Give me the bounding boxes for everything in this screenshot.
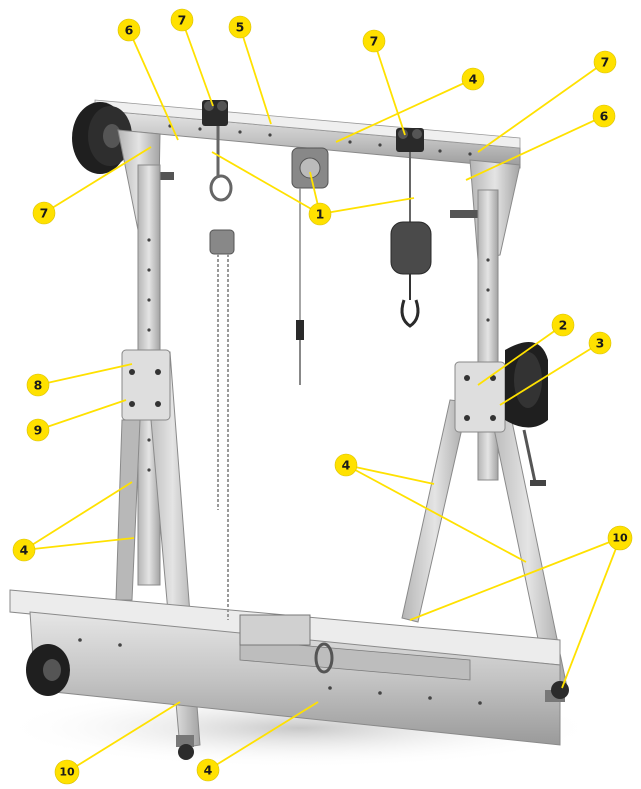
svg-text:7: 7 (601, 55, 610, 70)
callout-3: 3 (588, 331, 612, 355)
trolley-left (202, 100, 228, 126)
right-connector-plate (454, 361, 506, 433)
right-bracket (450, 210, 484, 218)
svg-text:4: 4 (342, 458, 351, 473)
callout-9: 9 (26, 418, 50, 442)
fall-arrester (390, 152, 432, 328)
winch (505, 342, 548, 486)
callout-4-top: 4 (461, 67, 485, 91)
svg-text:5: 5 (236, 20, 245, 35)
beam-end-wheel (72, 102, 132, 174)
callout-1: 1 (308, 202, 332, 226)
svg-text:4: 4 (20, 543, 29, 558)
callout-10-right: 10 (607, 525, 633, 551)
right-end-caster (545, 681, 569, 702)
svg-text:9: 9 (34, 423, 43, 438)
callout-markers: 1 2 3 4 4 4 4 5 6 6 7 7 (12, 8, 633, 785)
trolley-middle (291, 147, 329, 189)
leader-lines (23, 19, 621, 773)
svg-text:8: 8 (34, 378, 43, 393)
svg-text:7: 7 (40, 206, 49, 221)
chain-hoist (209, 126, 235, 620)
callout-8: 8 (26, 373, 50, 397)
svg-text:6: 6 (600, 109, 609, 124)
callout-4-bottom: 4 (196, 758, 220, 782)
callout-7-b: 7 (362, 29, 386, 53)
svg-text:7: 7 (370, 34, 379, 49)
callout-4-right: 4 (334, 453, 358, 477)
callout-7-c: 7 (593, 50, 617, 74)
callout-6-right: 6 (592, 104, 616, 128)
trolley-right (396, 128, 424, 152)
svg-text:4: 4 (204, 763, 213, 778)
rope-hook (296, 188, 304, 385)
svg-text:10: 10 (612, 532, 628, 545)
svg-text:4: 4 (469, 72, 478, 87)
callout-4-left: 4 (12, 538, 36, 562)
svg-text:1: 1 (316, 207, 325, 222)
callout-10-bottom: 10 (54, 759, 80, 785)
svg-text:2: 2 (559, 318, 568, 333)
svg-text:3: 3 (596, 336, 605, 351)
right-rear-leg (401, 399, 469, 623)
svg-text:10: 10 (59, 766, 75, 779)
callout-2: 2 (551, 313, 575, 337)
base-wheel (26, 644, 70, 696)
left-rear-leg (115, 419, 141, 601)
callout-6-left: 6 (117, 18, 141, 42)
right-upright (477, 189, 499, 481)
left-connector-plate (121, 349, 171, 421)
base-clamp (239, 614, 311, 646)
svg-text:6: 6 (125, 23, 134, 38)
callout-7-d: 7 (32, 201, 56, 225)
callout-7-a: 7 (170, 8, 194, 32)
base-shackle (314, 642, 334, 674)
svg-text:7: 7 (178, 13, 187, 28)
left-front-caster (176, 735, 194, 760)
callout-5: 5 (228, 15, 252, 39)
